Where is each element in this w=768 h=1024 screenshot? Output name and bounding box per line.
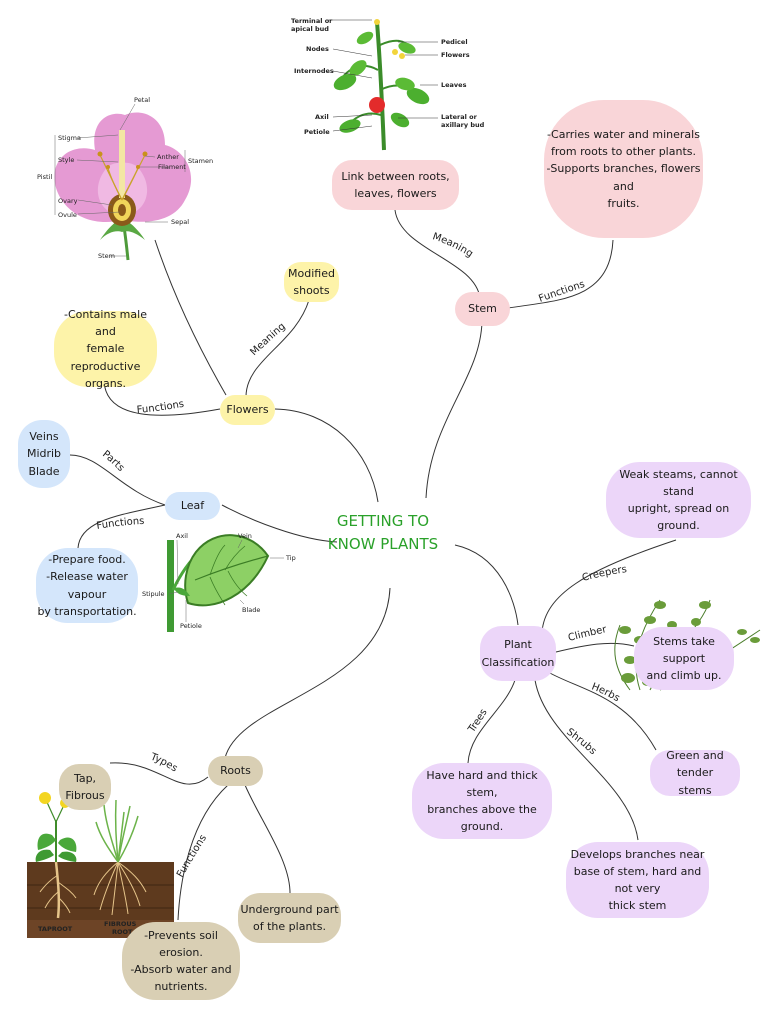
stem-functions-label: Functions bbox=[537, 279, 586, 305]
stem-meaning-label: Meaning bbox=[431, 231, 475, 259]
illus-flower-stem: Stem bbox=[98, 252, 115, 260]
illus-stamen: Stamen bbox=[188, 157, 213, 165]
connectors bbox=[69, 209, 677, 921]
leaf-illustration: Axil Vein Tip Stipule Petiole Blade bbox=[142, 532, 296, 632]
classification-node[interactable]: Plant Classification bbox=[480, 626, 556, 681]
leaf-functions-label: Functions bbox=[96, 516, 145, 532]
flowers-functions-label: Functions bbox=[136, 399, 185, 416]
flowers-node[interactable]: Flowers bbox=[220, 395, 275, 425]
illus-axil: Axil bbox=[315, 113, 329, 121]
illus-flowers: Flowers bbox=[441, 51, 470, 59]
shrubs-node[interactable]: Develops branches near base of stem, har… bbox=[566, 842, 709, 918]
trees-label: Trees bbox=[466, 707, 490, 735]
illus-anther: Anther bbox=[157, 153, 179, 161]
shrubs-label: Shrubs bbox=[564, 727, 598, 758]
illus-pistil: Pistil bbox=[37, 173, 52, 181]
roots-node[interactable]: Roots bbox=[208, 756, 263, 786]
stem-node[interactable]: Stem bbox=[455, 292, 510, 326]
trees-node[interactable]: Have hard and thick stem, branches above… bbox=[412, 763, 552, 839]
stem-functions-node[interactable]: -Carries water and minerals from roots t… bbox=[544, 100, 703, 238]
herbs-node[interactable]: Green and tender stems bbox=[650, 749, 740, 797]
flowers-functions-node[interactable]: -Contains male and female reproductive o… bbox=[54, 308, 157, 390]
illus-stigma: Stigma bbox=[58, 134, 81, 142]
illus-nodes: Nodes bbox=[306, 45, 329, 53]
illus-leaf-vein: Vein bbox=[238, 532, 252, 540]
illus-internodes: Internodes bbox=[294, 67, 334, 75]
illus-leaf-stipule: Stipule bbox=[142, 590, 165, 598]
illus-leaf-petiole: Petiole bbox=[180, 622, 202, 630]
illus-petiole: Petiole bbox=[304, 128, 330, 136]
roots-types-node[interactable]: Tap, Fibrous bbox=[59, 764, 111, 810]
leaf-parts-node[interactable]: Veins Midrib Blade bbox=[18, 420, 70, 488]
climbers-node[interactable]: Stems take support and climb up. bbox=[634, 627, 734, 690]
center-title: GETTING TO KNOW PLANTS bbox=[318, 510, 448, 557]
illus-taproot: TAPROOT bbox=[38, 925, 73, 933]
illus-sepal: Sepal bbox=[171, 218, 189, 226]
illus-ovary: Ovary bbox=[58, 197, 78, 205]
roots-underground-node[interactable]: Underground part of the plants. bbox=[238, 893, 341, 943]
leaf-node[interactable]: Leaf bbox=[165, 492, 220, 520]
illus-pedicel: Pedicel bbox=[441, 38, 468, 46]
leaf-parts-label: Parts bbox=[100, 449, 126, 474]
roots-functions-node[interactable]: -Prevents soil erosion. -Absorb water an… bbox=[122, 922, 240, 1000]
herbs-label: Herbs bbox=[590, 681, 622, 704]
illus-leaves: Leaves bbox=[441, 81, 467, 89]
leaf-functions-node[interactable]: -Prepare food. -Release water vapour by … bbox=[36, 548, 138, 623]
illus-leaf-tip: Tip bbox=[285, 554, 296, 562]
flower-illustration: Petal Stigma Style Pistil Ovary Ovule An… bbox=[37, 96, 213, 261]
illus-style: Style bbox=[58, 156, 74, 164]
illus-petal: Petal bbox=[134, 96, 150, 104]
center-title-line1: GETTING TO bbox=[336, 512, 430, 530]
illus-filament: Filament bbox=[158, 163, 186, 171]
creepers-node[interactable]: Weak steams, cannot stand upright, sprea… bbox=[606, 462, 751, 538]
illus-ovule: Ovule bbox=[58, 211, 77, 219]
stem-meaning-node[interactable]: Link between roots, leaves, flowers bbox=[332, 160, 459, 210]
center-title-line2: KNOW PLANTS bbox=[327, 535, 439, 554]
illus-leaf-blade: Blade bbox=[242, 606, 260, 614]
flowers-meaning-label: Meaning bbox=[248, 321, 287, 358]
flowers-meaning-node[interactable]: Modified shoots bbox=[284, 262, 339, 302]
illus-leaf-axil: Axil bbox=[176, 532, 188, 540]
roots-functions-label: Functions bbox=[175, 833, 209, 880]
creepers-label: Creepers bbox=[581, 564, 628, 584]
